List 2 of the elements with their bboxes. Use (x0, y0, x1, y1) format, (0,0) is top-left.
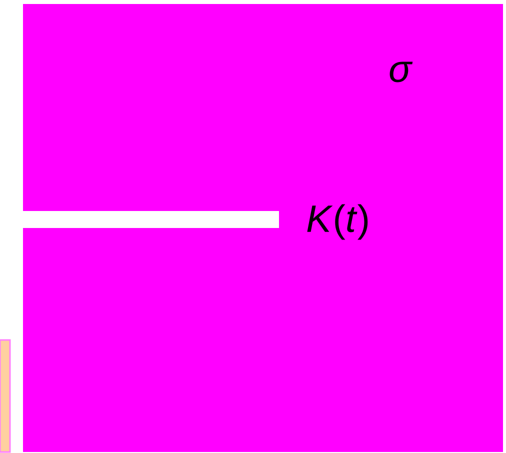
symbol-label: σ (390, 62, 413, 82)
symbol-label: K(t) (307, 204, 368, 240)
